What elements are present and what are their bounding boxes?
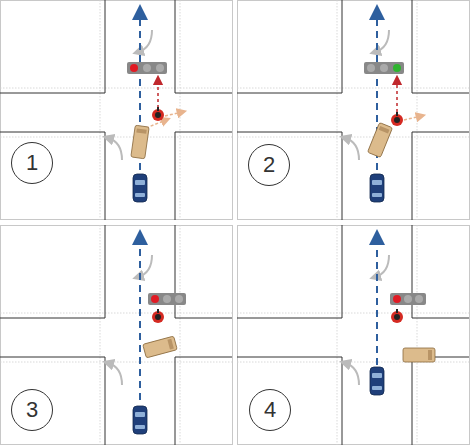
callout-circle: 1	[11, 142, 53, 184]
callout-number: 1	[26, 152, 38, 174]
callout-number: 2	[263, 154, 275, 176]
callout-number: 4	[264, 399, 276, 421]
callout-circle: 3	[11, 389, 53, 431]
callout-circle: 2	[248, 144, 290, 186]
callout-circle: 4	[249, 389, 291, 431]
callout-number: 3	[26, 399, 38, 421]
